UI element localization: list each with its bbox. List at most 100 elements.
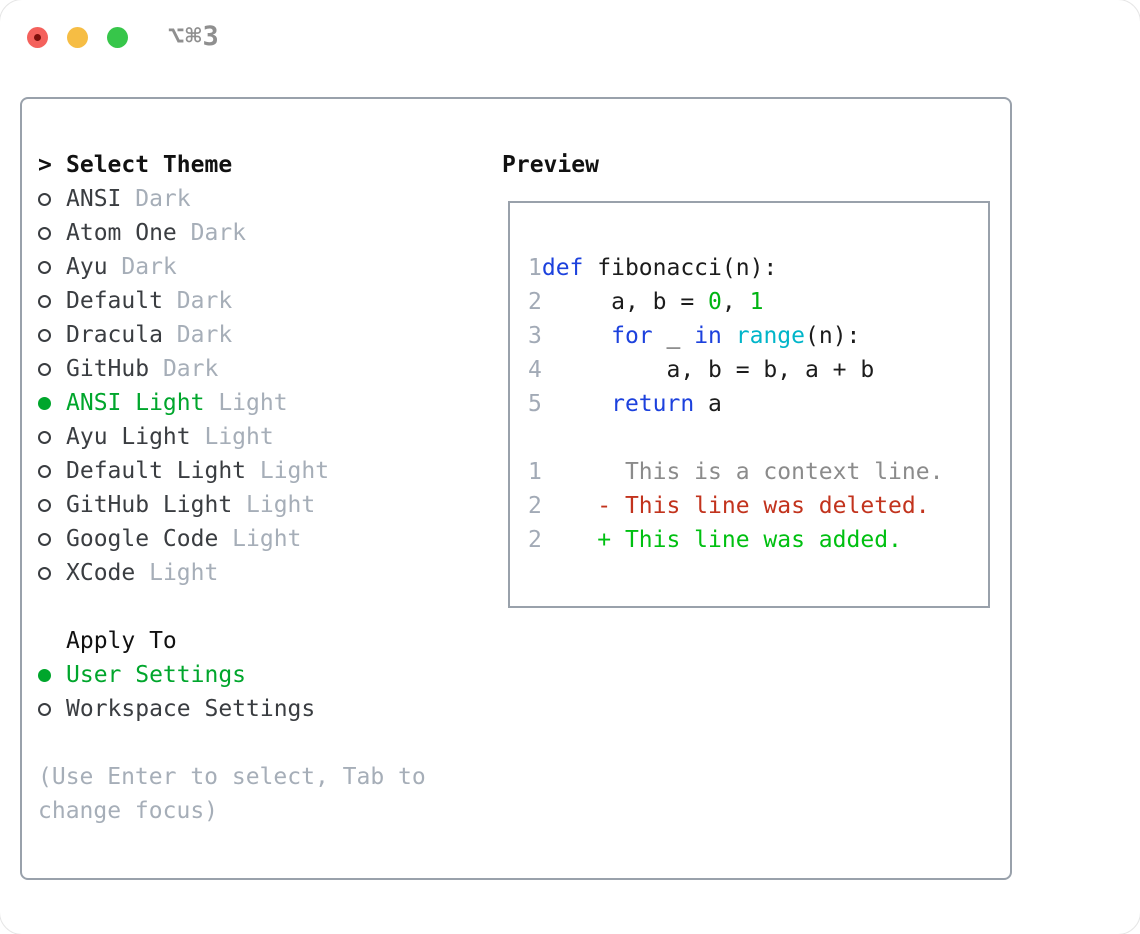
radio-marker	[38, 522, 66, 556]
apply-to-label: Workspace Settings	[66, 696, 316, 722]
preview-header: Preview	[502, 148, 990, 182]
radio-marker	[38, 250, 66, 284]
code-line: 2 + This line was added.	[528, 523, 988, 557]
minimize-button[interactable]	[67, 27, 88, 48]
theme-variant: Dark	[176, 322, 233, 348]
apply-to-option[interactable]: Workspace Settings	[38, 692, 502, 726]
theme-option[interactable]: Dracula Dark	[38, 318, 502, 352]
radio-marker	[38, 658, 66, 692]
radio-circle-icon	[38, 329, 51, 342]
code-token	[542, 323, 611, 349]
apply-to-header: Apply To	[38, 624, 502, 658]
code-token: _	[652, 323, 695, 349]
select-theme-header: > Select Theme	[38, 148, 502, 182]
radio-marker	[38, 352, 66, 386]
line-number: 1	[528, 459, 542, 485]
theme-name: Dracula	[66, 322, 163, 348]
theme-variant: Dark	[121, 254, 177, 280]
apply-to-title: Apply To	[66, 628, 177, 654]
line-number: 2	[528, 493, 542, 519]
radio-marker	[38, 284, 66, 318]
code-token	[542, 391, 611, 417]
radio-circle-icon	[38, 227, 51, 240]
theme-variant: Light	[149, 560, 219, 586]
radio-circle-icon	[38, 703, 51, 716]
radio-marker	[38, 386, 66, 420]
maximize-button[interactable]	[107, 27, 128, 48]
line-number: 2	[528, 527, 542, 553]
focus-arrow-icon: >	[38, 152, 52, 178]
code-token: ,	[721, 289, 750, 315]
theme-name: GitHub Light	[66, 492, 233, 518]
window-controls	[27, 27, 128, 48]
radio-marker	[38, 182, 66, 216]
line-number: 5	[528, 391, 542, 417]
code-token: in	[694, 323, 722, 349]
radio-marker	[38, 318, 66, 352]
code-token: This is a context line.	[541, 459, 944, 485]
code-line: 1 This is a context line.	[528, 455, 988, 489]
code-line: 5 return a	[528, 387, 988, 421]
radio-marker	[38, 488, 66, 522]
code-line	[528, 421, 988, 455]
theme-name: Default	[66, 288, 163, 314]
theme-name: Atom One	[66, 220, 177, 246]
close-button[interactable]	[27, 27, 48, 48]
theme-variant: Light	[204, 424, 274, 450]
apply-to-option[interactable]: User Settings	[38, 658, 502, 692]
theme-option[interactable]: ANSI Dark	[38, 182, 502, 216]
theme-variant: Dark	[135, 186, 191, 212]
radio-circle-icon	[38, 465, 51, 478]
theme-option[interactable]: ANSI Light Light	[38, 386, 502, 420]
line-number: 4	[528, 357, 542, 383]
radio-circle-icon	[38, 193, 51, 206]
code-token: for	[611, 323, 653, 349]
code-token: + This line was added.	[541, 527, 902, 553]
theme-variant: Light	[232, 526, 302, 552]
theme-variant: Light	[218, 390, 288, 416]
radio-marker	[38, 216, 66, 250]
theme-option[interactable]: Google Code Light	[38, 522, 502, 556]
theme-name: ANSI	[66, 186, 122, 212]
theme-option[interactable]: Ayu Light Light	[38, 420, 502, 454]
preview-title: Preview	[502, 152, 599, 178]
spacer	[38, 590, 502, 624]
code-token: - This line was deleted.	[541, 493, 930, 519]
theme-option[interactable]: Atom One Dark	[38, 216, 502, 250]
theme-name: Ayu Light	[66, 424, 191, 450]
spacer	[38, 726, 502, 760]
help-text: (Use Enter to select, Tab to change focu…	[38, 764, 426, 824]
code-token: range	[735, 323, 806, 349]
theme-name: GitHub	[66, 356, 150, 382]
tab-shortcut-label: ⌥⌘3	[168, 21, 220, 52]
radio-marker	[38, 454, 66, 488]
radio-circle-icon	[38, 533, 51, 546]
record-dot-icon	[34, 34, 41, 41]
theme-name: Google Code	[66, 526, 219, 552]
line-number: 3	[528, 323, 542, 349]
theme-name: ANSI Light	[66, 390, 205, 416]
theme-variant: Dark	[190, 220, 247, 246]
code-token	[722, 323, 736, 349]
radio-marker	[38, 420, 66, 454]
code-token: (n):	[805, 323, 861, 349]
theme-name: Default Light	[66, 458, 247, 484]
code-token: 0	[708, 289, 722, 315]
code-token: return	[611, 391, 695, 417]
code-token: 1	[749, 289, 764, 315]
code-token: def	[541, 255, 584, 281]
code-token: a, b = b, a + b	[541, 357, 875, 383]
select-theme-title: Select Theme	[66, 152, 233, 178]
